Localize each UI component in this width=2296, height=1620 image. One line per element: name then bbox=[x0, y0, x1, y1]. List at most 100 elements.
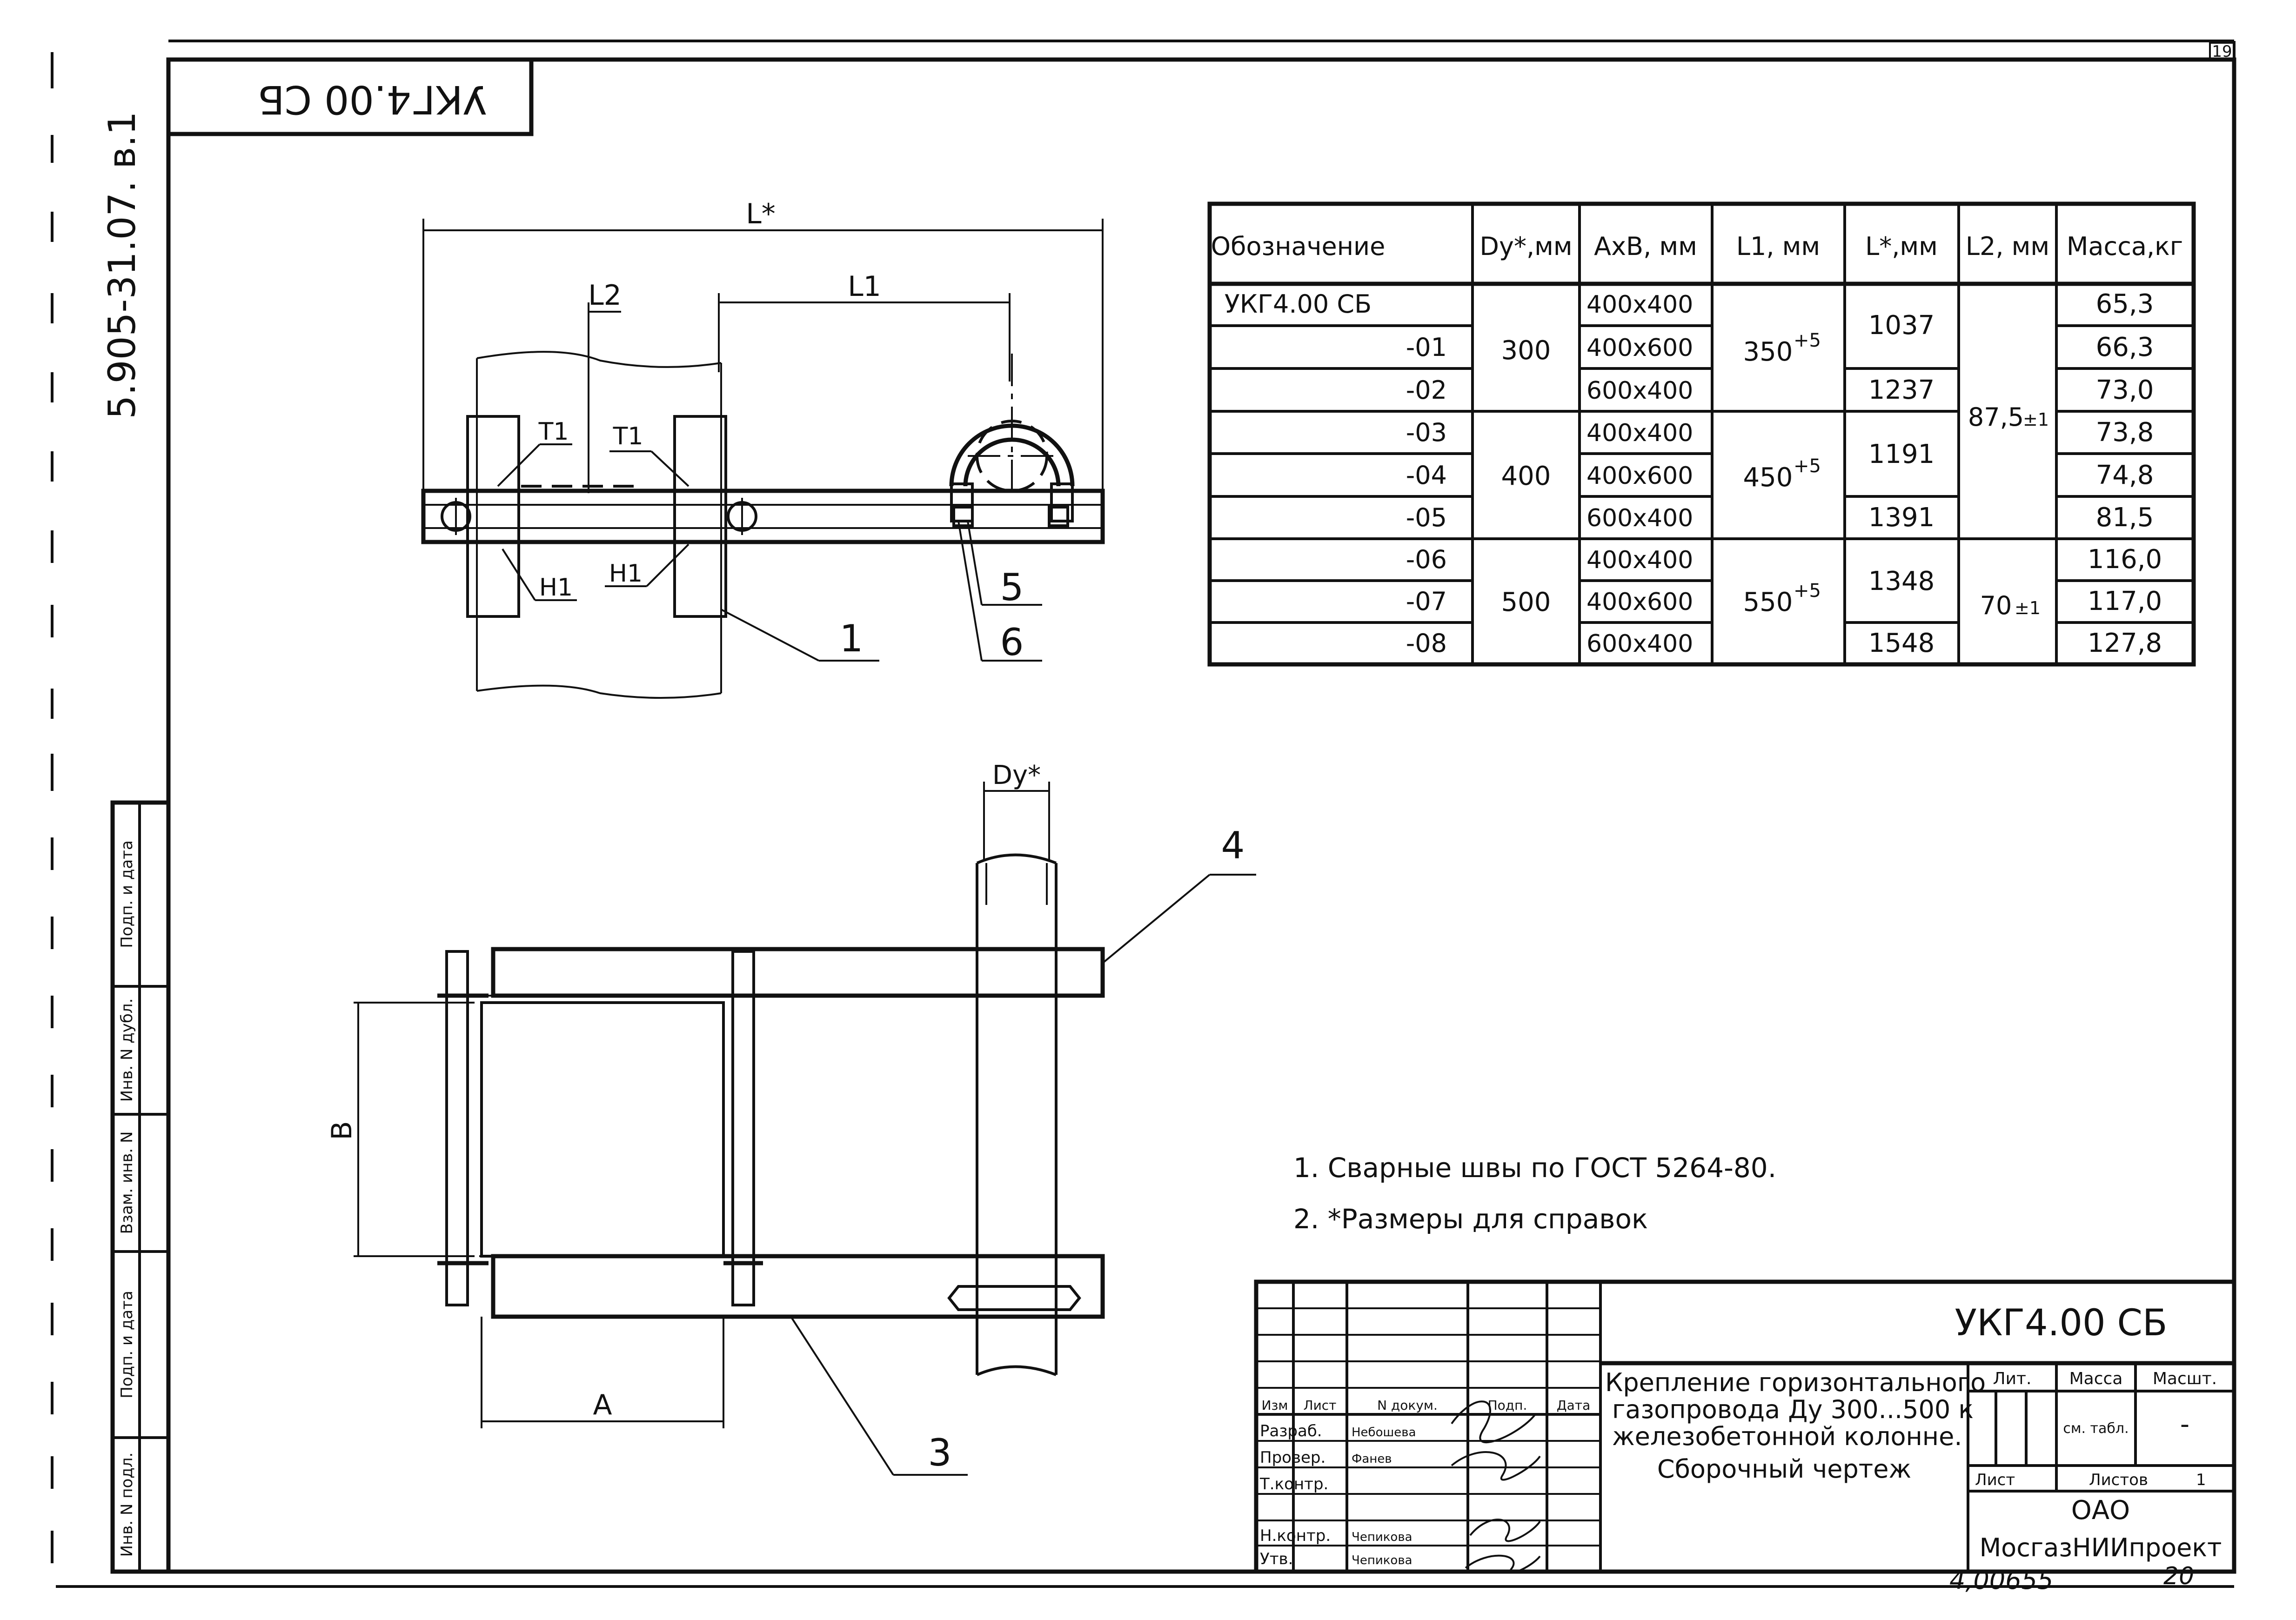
tb-scale-value: - bbox=[2180, 1409, 2189, 1439]
tb-code: УКГ4.00 СБ bbox=[1955, 1302, 2168, 1344]
tb-name-approve: Чепикова bbox=[1352, 1553, 1412, 1567]
sheet-frame: 19 bbox=[51, 40, 2236, 1588]
archive-number: 4,00655 bbox=[1949, 1566, 2053, 1595]
tb-mass-value: см. табл. bbox=[2063, 1420, 2129, 1437]
dim-lstar: L* bbox=[746, 198, 775, 230]
note-1: 1. Сварные швы по ГОСТ 5264-80. bbox=[1293, 1152, 1776, 1184]
vertical-series-code: 5.905-31.07. в.1 bbox=[100, 111, 144, 419]
tb-title-line-2: газопровода Ду 300...500 к bbox=[1612, 1395, 1974, 1424]
th-lstar: L*,мм bbox=[1865, 232, 1938, 261]
cell-axb: 400x600 bbox=[1586, 462, 1693, 490]
cell-mass: 117,0 bbox=[2088, 586, 2162, 616]
top-view: L* L2 L1 bbox=[421, 198, 1105, 699]
th-mass: Масса,кг bbox=[2067, 232, 2183, 261]
tb-name-ncontrol: Чепикова bbox=[1352, 1530, 1412, 1544]
cell-mass: 65,3 bbox=[2096, 289, 2154, 319]
dim-dy: Dy* bbox=[992, 760, 1041, 790]
tb-sheets-value: 1 bbox=[2196, 1471, 2206, 1489]
cell-axb: 400x600 bbox=[1586, 334, 1693, 362]
callout-6: 6 bbox=[1000, 621, 1024, 664]
cell-dy: 400 bbox=[1501, 461, 1551, 491]
cell-axb: 600x400 bbox=[1586, 504, 1693, 532]
stamp-sign-date-2: Подп. и дата bbox=[118, 1291, 136, 1399]
tb-sheets-label: Листов bbox=[2089, 1471, 2148, 1489]
tb-lit-label: Лит. bbox=[1993, 1369, 2032, 1388]
rotated-code-box: УКГ4.00 СБ bbox=[166, 57, 534, 136]
dim-l2: L2 bbox=[588, 279, 622, 312]
tb-role-check: Провер. bbox=[1260, 1448, 1325, 1467]
cell-l2-tol: ±1 bbox=[2015, 598, 2041, 618]
cell-l1-tol: +5 bbox=[1794, 330, 1821, 351]
cell-axb: 400x600 bbox=[1586, 588, 1693, 616]
cell-l1: 350 bbox=[1743, 337, 1793, 367]
tb-col-date: Дата bbox=[1557, 1398, 1591, 1413]
cell-mass: 116,0 bbox=[2088, 544, 2162, 575]
tb-name-dev: Небошева bbox=[1352, 1426, 1416, 1439]
tb-title-line-1: Крепление горизонтального bbox=[1605, 1368, 1986, 1397]
callout-4: 4 bbox=[1221, 824, 1245, 867]
tb-col-izm: Изм bbox=[1262, 1398, 1288, 1413]
notes: 1. Сварные швы по ГОСТ 5264-80. 2. *Разм… bbox=[1293, 1152, 1776, 1235]
rotated-code: УКГ4.00 СБ bbox=[258, 77, 487, 122]
cell-mass: 81,5 bbox=[2096, 502, 2154, 533]
tb-role-approve: Утв. bbox=[1260, 1550, 1293, 1568]
callout-1: 1 bbox=[840, 617, 864, 660]
callout-3: 3 bbox=[928, 1431, 952, 1474]
cell-designation: -02 bbox=[1406, 375, 1447, 405]
cell-mass: 66,3 bbox=[2096, 332, 2154, 362]
tb-col-doc: N докум. bbox=[1377, 1398, 1438, 1413]
th-l2: L2, мм bbox=[1966, 232, 2049, 261]
tb-sheet-label: Лист bbox=[1975, 1471, 2015, 1489]
cell-l1: 550 bbox=[1743, 587, 1793, 617]
callout-5: 5 bbox=[1000, 566, 1024, 609]
stamp-dup-inv: Инв. N дубл. bbox=[118, 998, 136, 1102]
page-number: 19 bbox=[2212, 42, 2232, 61]
cell-axb: 400x400 bbox=[1586, 419, 1693, 447]
cell-l2-tol: ±1 bbox=[2023, 409, 2049, 430]
tb-col-sign: Подп. bbox=[1488, 1398, 1527, 1413]
title-block: Изм Лист N докум. Подп. Дата Разраб. Про… bbox=[1254, 1279, 2236, 1574]
cell-l1: 450 bbox=[1743, 462, 1793, 493]
tb-col-list: Лист bbox=[1304, 1398, 1337, 1413]
tb-org-1: ОАО bbox=[2071, 1495, 2130, 1526]
cell-axb: 400x400 bbox=[1586, 291, 1693, 319]
stamp-sign-date-1: Подп. и дата bbox=[118, 840, 136, 948]
label-t1-right: T1 bbox=[613, 422, 643, 450]
tb-role-tcontrol: Т.контр. bbox=[1259, 1475, 1328, 1493]
cell-designation: -04 bbox=[1406, 461, 1447, 490]
cell-lstar: 1037 bbox=[1868, 310, 1935, 341]
cell-mass: 127,8 bbox=[2088, 628, 2162, 658]
cell-dy: 300 bbox=[1501, 335, 1551, 366]
label-t1-left: T1 bbox=[538, 418, 569, 446]
th-l1: L1, мм bbox=[1736, 232, 1820, 261]
cell-axb: 600x400 bbox=[1586, 630, 1693, 658]
cell-designation: -07 bbox=[1406, 587, 1447, 616]
tb-mass-label: Масса bbox=[2069, 1369, 2123, 1388]
cell-dy: 500 bbox=[1501, 587, 1551, 617]
cell-lstar: 1391 bbox=[1868, 502, 1935, 533]
cell-designation: -01 bbox=[1406, 333, 1447, 362]
stamp-orig-inv: Инв. N подл. bbox=[118, 1453, 136, 1557]
cell-l1-tol: +5 bbox=[1794, 455, 1821, 477]
archive-right: 20 bbox=[2163, 1562, 2194, 1590]
tb-name-check: Фанев bbox=[1352, 1452, 1392, 1466]
tb-title-line-4: Сборочный чертеж bbox=[1657, 1454, 1911, 1484]
cell-designation: -03 bbox=[1406, 418, 1447, 447]
th-dy: Dy*,мм bbox=[1479, 232, 1572, 261]
cell-lstar: 1237 bbox=[1868, 375, 1935, 405]
cell-axb: 600x400 bbox=[1586, 377, 1693, 405]
tb-scale-label: Масшт. bbox=[2153, 1369, 2217, 1388]
tb-org-2: МосгазНИИпроект bbox=[1980, 1533, 2222, 1562]
cell-axb: 400x400 bbox=[1586, 546, 1693, 574]
cell-mass: 73,8 bbox=[2096, 417, 2154, 448]
signatures bbox=[1451, 1400, 1541, 1574]
th-axb: AxB, мм bbox=[1594, 232, 1697, 261]
note-2: 2. *Размеры для справок bbox=[1293, 1203, 1648, 1235]
dim-b: B bbox=[326, 1121, 358, 1140]
th-designation: Обозначение bbox=[1211, 232, 1386, 261]
label-h1-right: H1 bbox=[609, 560, 643, 588]
cell-l2: 70 bbox=[1980, 591, 2012, 620]
side-stamp: Подп. и дата Инв. N дубл. Взам. инв. N П… bbox=[110, 800, 171, 1574]
cell-mass: 74,8 bbox=[2096, 460, 2154, 490]
